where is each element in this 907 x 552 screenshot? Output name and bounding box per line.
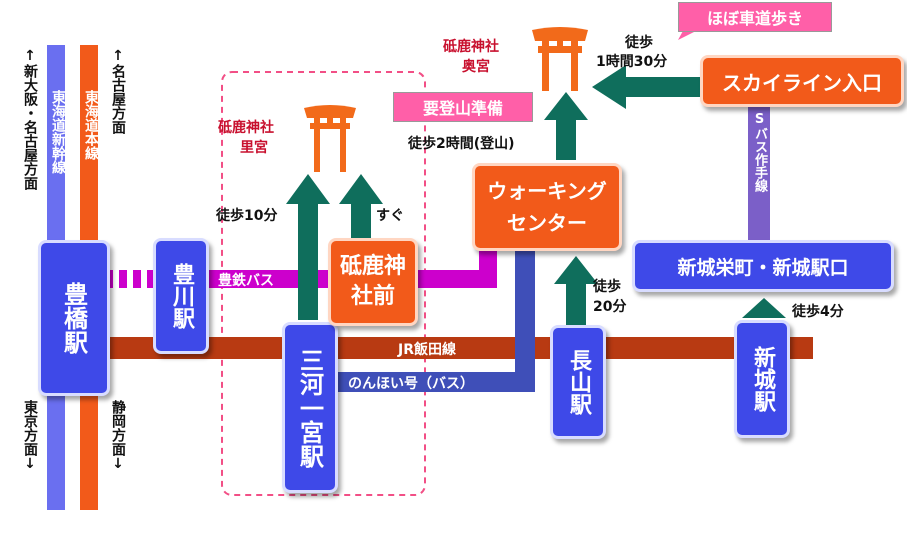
station-shinshiro-label: 新城駅 [750, 346, 775, 412]
walk-20-label-line2: 20分 [593, 299, 627, 315]
okumiya-torii-icon [532, 27, 588, 91]
stop-skyline-entrance-label: スカイライン入口 [722, 70, 882, 95]
shinkansen-label: 東海道新幹線 [50, 90, 66, 174]
s-bus-label: Sバス作手線 [752, 112, 767, 192]
arrow-walk-20 [554, 256, 598, 325]
stop-skyline-entrance[interactable]: スカイライン入口 [700, 55, 904, 107]
nonhoi-bus-line [338, 240, 535, 392]
stop-togashi-jinja-mae-label: 砥鹿神社前 [339, 254, 406, 309]
satomiya-label-line2: 里宮 [240, 140, 268, 156]
walk-4-label: 徒歩4分 [792, 304, 844, 320]
satomiya-label-line1: 砥鹿神社 [218, 120, 274, 136]
walk-10-label: 徒歩10分 [216, 208, 278, 224]
station-toyohashi[interactable]: 豊橋駅 [38, 240, 110, 396]
okumiya-label-line2: 奥宮 [462, 59, 490, 75]
walk-1h30-label-line1: 徒歩 [625, 35, 653, 51]
jr-iida-line [105, 337, 813, 359]
stop-togashi-jinja-mae[interactable]: 砥鹿神社前 [328, 238, 418, 326]
mostly-road-note: ほぼ車道歩き [678, 2, 832, 32]
stop-shinshiro-sakae[interactable]: 新城栄町・新城駅口 [632, 240, 894, 292]
okumiya-label-line1: 砥鹿神社 [443, 39, 499, 55]
tokyo-direction-label: 東京方面↓ [22, 400, 38, 472]
jr-iida-label: JR飯田線 [398, 342, 456, 358]
station-nagayama[interactable]: 長山駅 [550, 325, 606, 439]
satomiya-torii-icon [304, 105, 356, 172]
shizuoka-direction-label: 静岡方面↓ [110, 400, 126, 472]
walking-center-line1: ウォーキング [487, 179, 607, 203]
nonhoi-bus-label: のんほい号（バス） [348, 376, 474, 392]
station-mikawa-ichinomiya[interactable]: 三河一宮駅 [282, 322, 338, 493]
toyotetsu-bus-label: 豊鉄バス [218, 273, 274, 289]
up-direction-label-right: ↑名古屋方面 [110, 48, 126, 134]
walk-20-label-line1: 徒歩 [593, 279, 621, 295]
sugu-label: すぐ [376, 208, 404, 224]
honsen-label: 東海道本線 [83, 90, 99, 160]
climb-prep-note: 要登山準備 [393, 92, 533, 122]
s-bus-line [748, 105, 770, 240]
arrow-walk-1h30 [592, 65, 700, 109]
toyotetsu-bus-line-right [412, 250, 497, 288]
walk-2h-label: 徒歩2時間(登山) [408, 136, 515, 152]
station-toyokawa-label: 豊川駅 [169, 263, 194, 329]
station-shinshiro[interactable]: 新城駅 [734, 320, 790, 438]
stop-shinshiro-sakae-label: 新城栄町・新城駅口 [677, 256, 849, 279]
arrow-walk-10 [286, 174, 330, 320]
arrow-walk-2h [544, 92, 588, 160]
station-toyokawa[interactable]: 豊川駅 [153, 238, 209, 354]
station-toyohashi-label: 豊橋駅 [59, 282, 88, 354]
walk-1h30-label-line2: 1時間30分 [596, 54, 668, 70]
up-direction-label-left: ↑新大阪・名古屋方面 [22, 48, 38, 190]
station-mikawa-ichinomiya-label: 三河一宮駅 [295, 347, 324, 468]
station-nagayama-label: 長山駅 [566, 349, 591, 415]
stop-walking-center[interactable]: ウォーキング センター [472, 163, 622, 251]
arrow-sugu [339, 174, 383, 238]
arrow-walk-4 [742, 298, 786, 318]
walking-center-line2: センター [507, 211, 587, 235]
